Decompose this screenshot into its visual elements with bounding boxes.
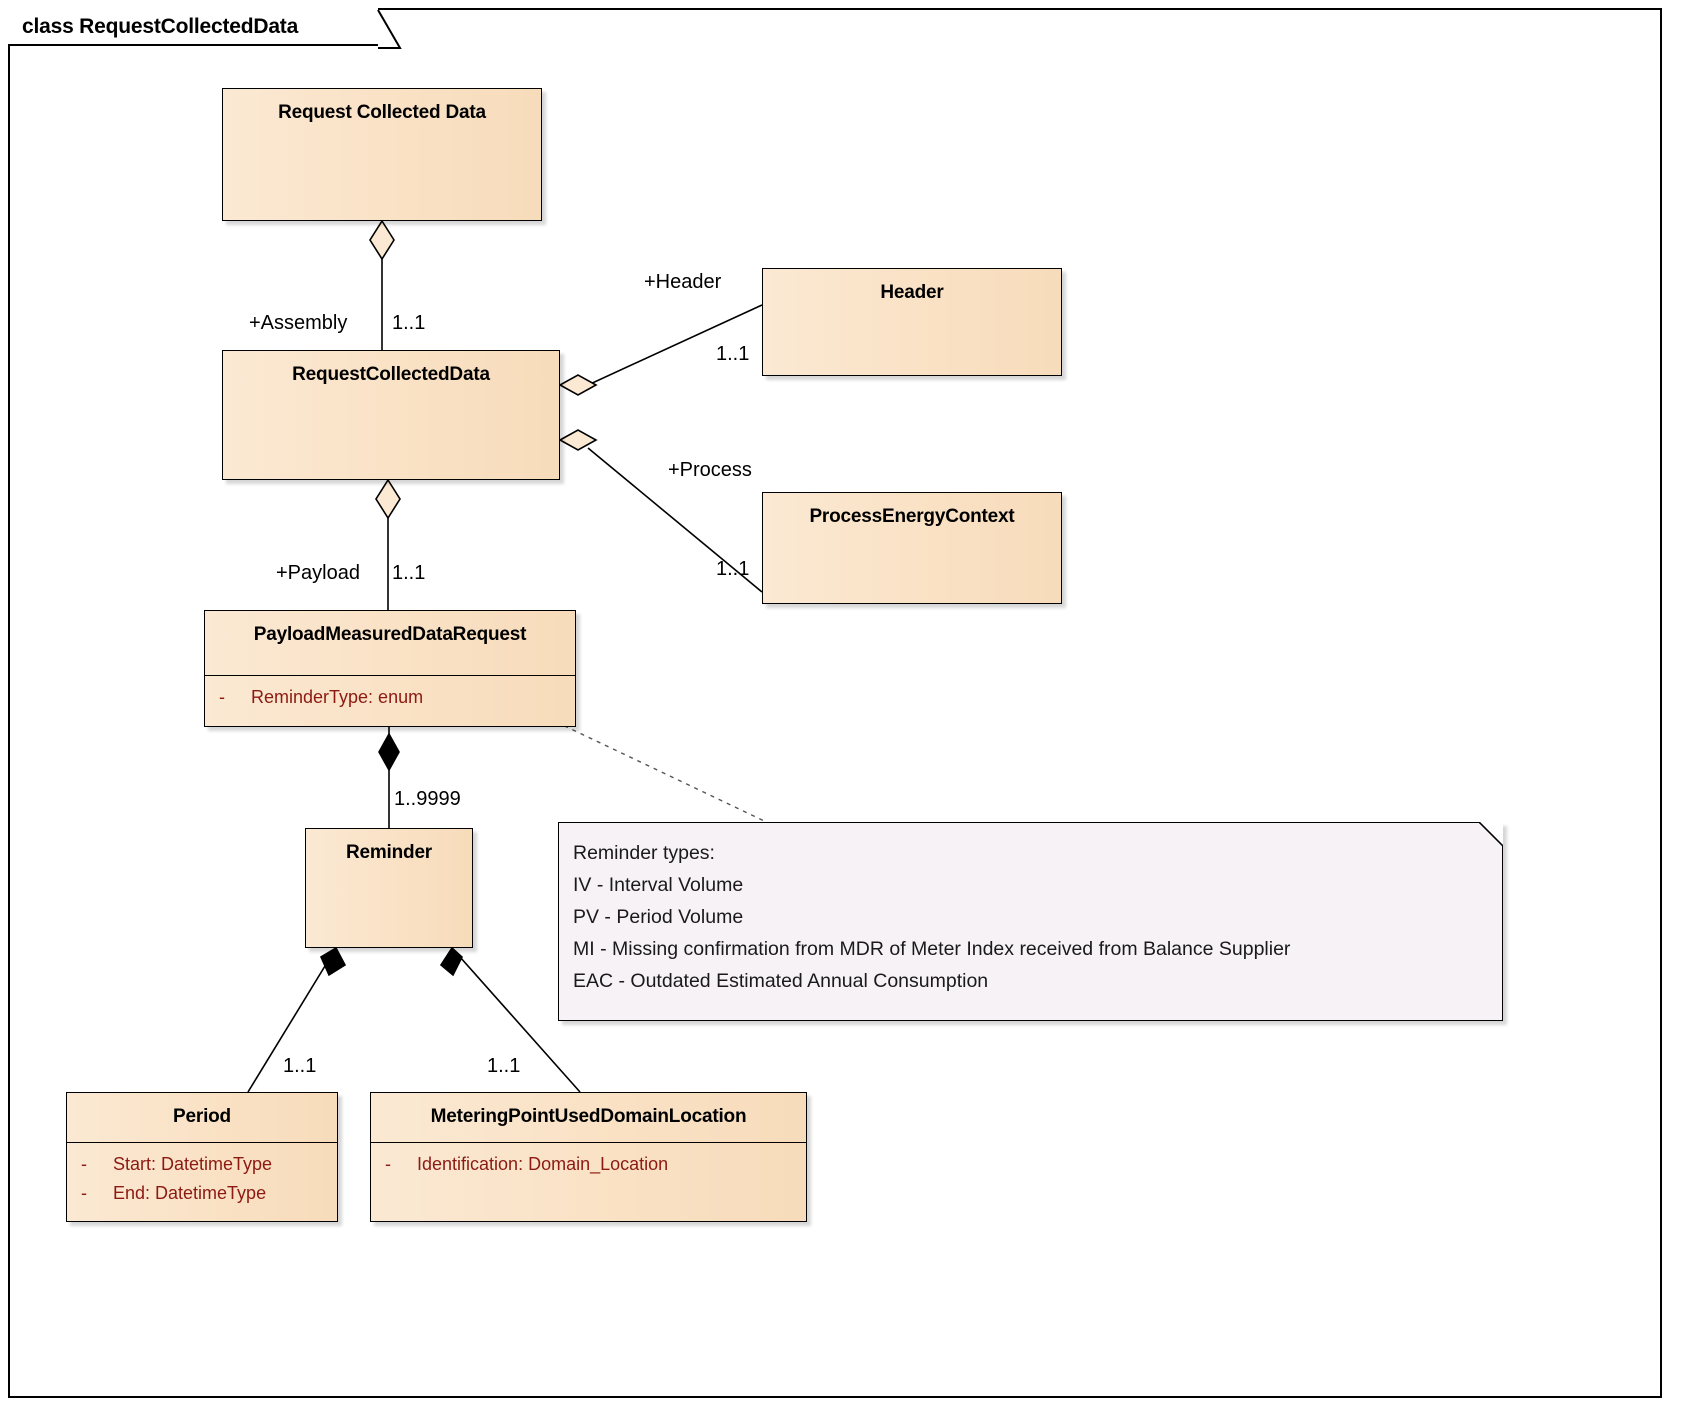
connector-label-header-role: +Header xyxy=(644,271,722,293)
attribute-row: - End: DatetimeType xyxy=(67,1179,337,1208)
attributes-compartment-period: - Start: DatetimeType - End: DatetimeTyp… xyxy=(67,1142,337,1213)
class-name-header: Header xyxy=(880,282,944,303)
note-line: PV - Period Volume xyxy=(573,906,744,928)
attributes-compartment-mpudl: - Identification: Domain_Location xyxy=(371,1142,806,1184)
note-text-block: Reminder types: IV - Interval Volume PV … xyxy=(559,823,1502,997)
class-name-request-collected-data-root: Request Collected Data xyxy=(278,102,486,123)
class-box-period[interactable]: Period - Start: DatetimeType - End: Date… xyxy=(66,1092,338,1222)
attribute-visibility: - xyxy=(385,1154,391,1174)
attribute-visibility: - xyxy=(81,1154,87,1174)
attribute-row: - ReminderType: enum xyxy=(205,683,575,712)
note-line: MI - Missing confirmation from MDR of Me… xyxy=(573,938,1291,960)
note-line: EAC - Outdated Estimated Annual Consumpt… xyxy=(573,970,989,992)
diagram-frame-tab xyxy=(8,8,378,46)
attribute-text: Start: DatetimeType xyxy=(113,1154,273,1174)
class-box-reminder[interactable]: Reminder xyxy=(305,828,473,948)
class-box-header[interactable]: Header xyxy=(762,268,1062,376)
attributes-compartment-payload: - ReminderType: enum xyxy=(205,675,575,720)
attribute-row: - Start: DatetimeType xyxy=(67,1150,337,1179)
attribute-visibility: - xyxy=(81,1183,87,1203)
connector-label-assembly-multiplicity: 1..1 xyxy=(392,312,426,334)
class-box-process-energy-context[interactable]: ProcessEnergyContext xyxy=(762,492,1062,604)
connector-label-payload-role: +Payload xyxy=(276,562,360,584)
diagram-frame-title: class RequestCollectedData xyxy=(22,15,299,38)
connector-label-process-multiplicity: 1..1 xyxy=(716,558,750,580)
connector-label-process-role: +Process xyxy=(668,459,752,481)
class-name-payload-measured-data-request: PayloadMeasuredDataRequest xyxy=(253,624,527,645)
connector-label-period-multiplicity: 1..1 xyxy=(283,1055,317,1077)
class-box-metering-point-used-domain-location[interactable]: MeteringPointUsedDomainLocation - Identi… xyxy=(370,1092,807,1222)
connector-label-mpudl-multiplicity: 1..1 xyxy=(487,1055,521,1077)
note-line: Reminder types: xyxy=(573,842,715,864)
attribute-text: ReminderType: enum xyxy=(251,687,424,707)
attribute-row: - Identification: Domain_Location xyxy=(371,1150,806,1179)
class-name-reminder: Reminder xyxy=(345,842,433,863)
attribute-visibility: - xyxy=(219,687,225,707)
note-folded-corner-icon xyxy=(1479,822,1503,846)
class-box-request-collected-data-root[interactable]: Request Collected Data xyxy=(222,88,542,221)
class-box-payload-measured-data-request[interactable]: PayloadMeasuredDataRequest - ReminderTyp… xyxy=(204,610,576,727)
connector-label-assembly-role: +Assembly xyxy=(249,312,348,334)
class-name-process-energy-context: ProcessEnergyContext xyxy=(809,506,1015,527)
attribute-text: End: DatetimeType xyxy=(113,1183,267,1203)
note-line: IV - Interval Volume xyxy=(573,874,744,896)
class-name-metering-point-used-domain-location: MeteringPointUsedDomainLocation xyxy=(430,1106,747,1127)
attribute-text: Identification: Domain_Location xyxy=(417,1154,669,1174)
connector-label-reminder-multiplicity: 1..9999 xyxy=(394,788,461,810)
connector-label-payload-multiplicity: 1..1 xyxy=(392,562,426,584)
class-box-request-collected-data[interactable]: RequestCollectedData xyxy=(222,350,560,480)
connector-label-header-multiplicity: 1..1 xyxy=(716,343,750,365)
class-name-request-collected-data: RequestCollectedData xyxy=(292,364,490,385)
class-name-period: Period xyxy=(173,1106,231,1127)
note-reminder-types[interactable]: Reminder types: IV - Interval Volume PV … xyxy=(558,822,1503,1021)
